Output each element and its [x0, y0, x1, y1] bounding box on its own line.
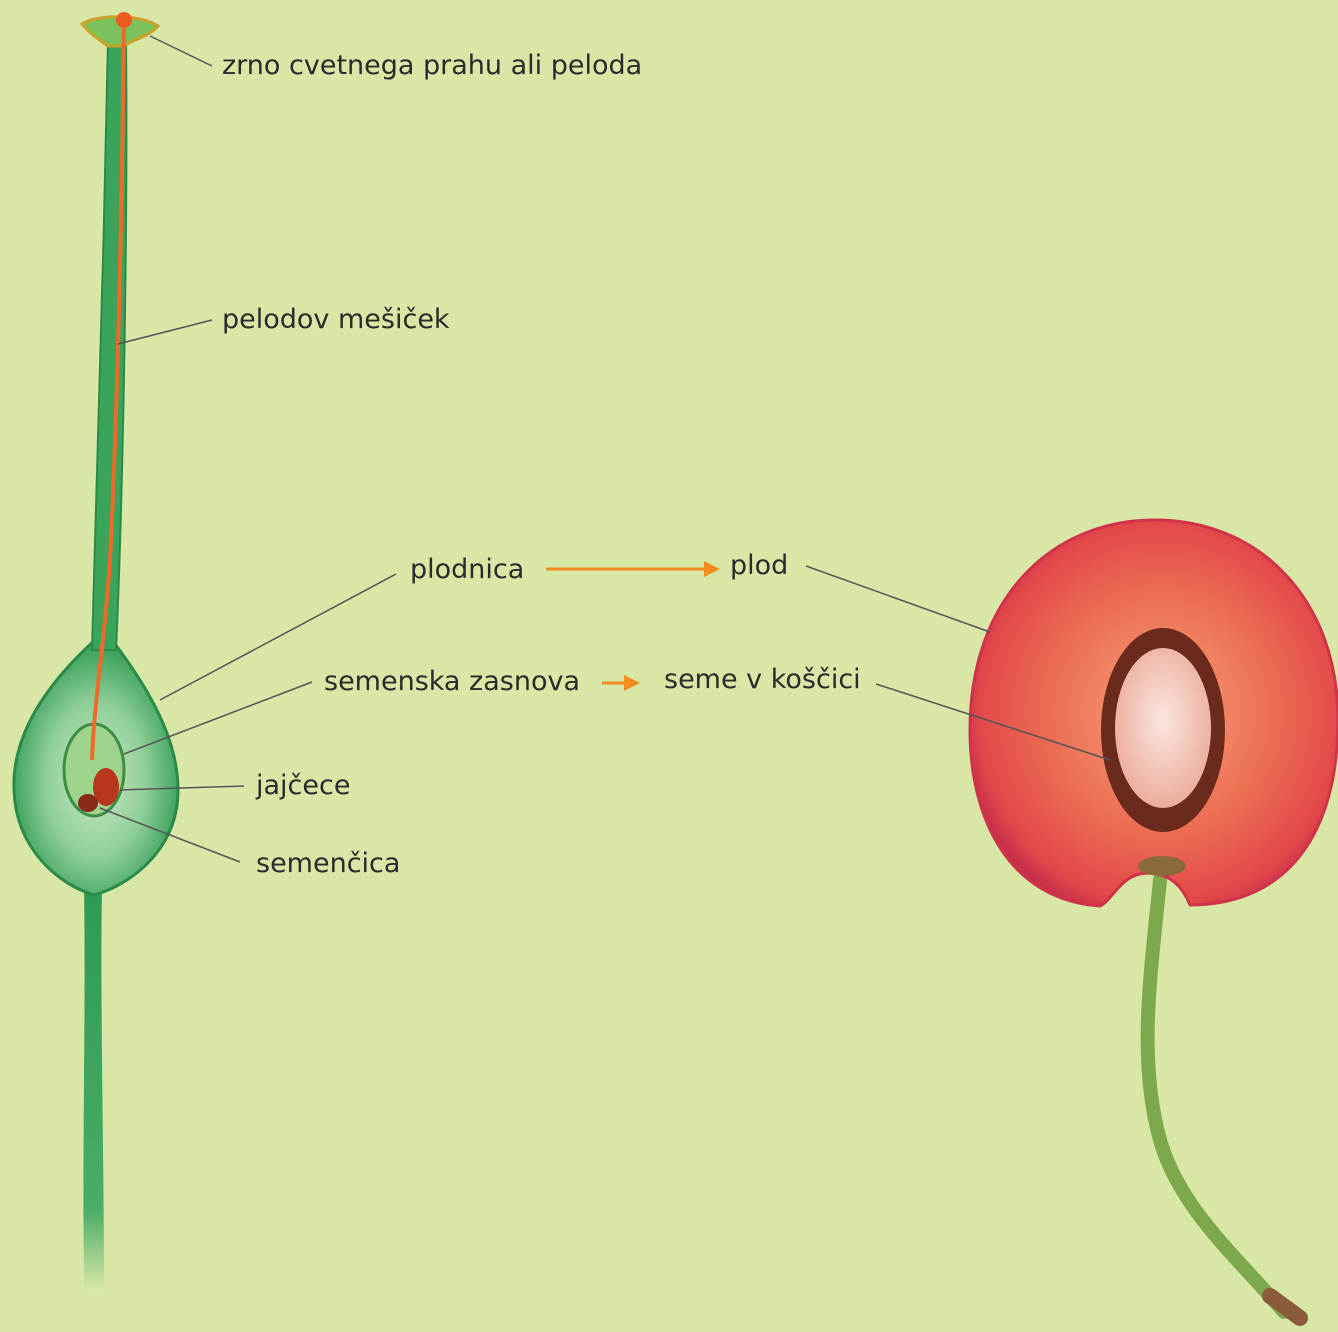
- stem-attachment: [1138, 856, 1186, 876]
- label-egg-cell: jajčece: [256, 772, 350, 799]
- leader-pollen-grain: [150, 36, 212, 66]
- leader-lines: [100, 36, 1110, 862]
- pistil: [14, 12, 178, 1290]
- label-ovule: semenska zasnova: [324, 668, 580, 695]
- arrowhead-ovule-to-seed: [624, 675, 640, 691]
- pistil-stalk: [83, 890, 104, 1290]
- label-fruit: plod: [730, 552, 788, 579]
- label-pollen-tube: pelodov mešiček: [222, 306, 450, 333]
- leader-pollen-tube: [118, 320, 212, 344]
- cherry: [970, 520, 1338, 1318]
- cherry-seed: [1115, 648, 1211, 808]
- label-embryo-sac: semenčica: [256, 850, 400, 877]
- leader-fruit: [806, 566, 990, 632]
- label-seed-in-stone: seme v koščici: [664, 666, 861, 693]
- stem-tip: [1270, 1296, 1300, 1318]
- cherry-stem: [1148, 880, 1284, 1312]
- embryo-sac-shape: [78, 794, 98, 812]
- label-ovary: plodnica: [410, 556, 524, 583]
- arrowhead-ovary-to-fruit: [704, 561, 720, 577]
- pollen-grain-dot: [116, 12, 132, 28]
- label-pollen-grain: zrno cvetnega prahu ali peloda: [222, 52, 642, 79]
